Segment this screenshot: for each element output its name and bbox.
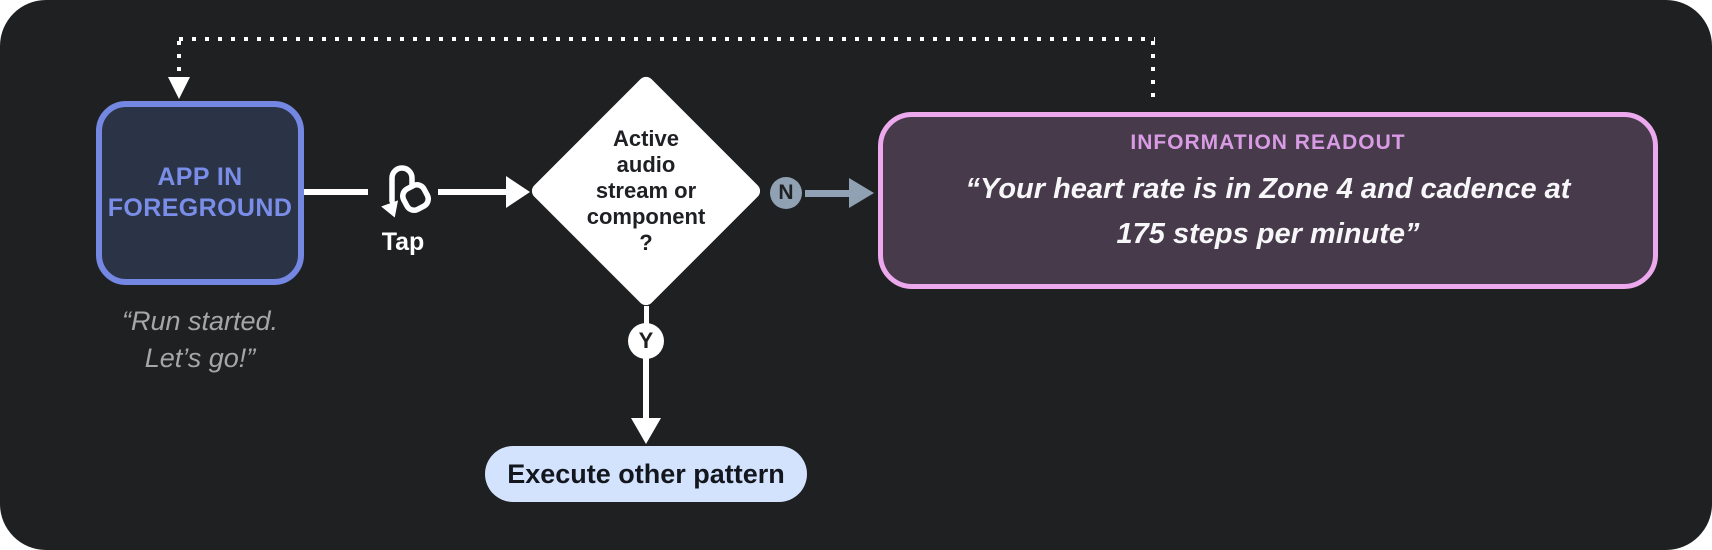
flow-line-yes-to-action <box>643 358 649 418</box>
flow-arrowhead-down-icon <box>631 418 661 444</box>
feedback-dotted-line-left <box>177 41 181 77</box>
readout-title: INFORMATION READOUT <box>1130 131 1406 154</box>
flow-arrowhead-icon <box>506 176 530 208</box>
node-information-readout: INFORMATION READOUT “Your heart rate is … <box>878 112 1658 289</box>
branch-yes-badge: Y <box>628 323 664 359</box>
flow-line-app-to-tap <box>304 189 368 195</box>
node-app-in-foreground: APP IN FOREGROUND <box>96 101 304 285</box>
flow-line-decision-to-yes <box>644 306 649 324</box>
readout-quote: “Your heart rate is in Zone 4 and cadenc… <box>965 173 1571 250</box>
flow-arrowhead-gray-icon <box>849 178 874 208</box>
tap-gesture-icon <box>381 165 431 218</box>
feedback-arrowhead-icon <box>168 77 190 99</box>
branch-no-badge: N <box>770 177 802 209</box>
flow-line-tap-to-decision <box>438 189 508 195</box>
feedback-dotted-line-right <box>1151 41 1155 104</box>
decision-label: Active audio stream or component ? <box>586 126 706 255</box>
flow-line-no-to-readout <box>805 190 849 197</box>
tap-label: Tap <box>381 228 425 256</box>
app-box-label: APP IN FOREGROUND <box>107 163 293 222</box>
feedback-dotted-line-top <box>179 37 1155 41</box>
app-voice-quote: “Run started. Let’s go!” <box>121 306 279 373</box>
node-execute-other-pattern: Execute other pattern <box>485 446 807 502</box>
